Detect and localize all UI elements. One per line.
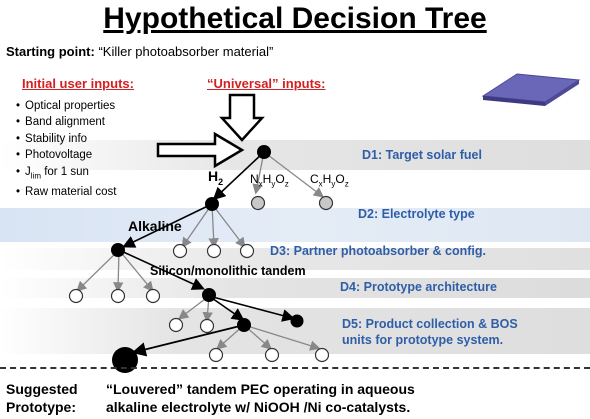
edge-alk-c xyxy=(118,249,154,293)
level-d5-line1: D5: Product collection & BOS xyxy=(342,317,518,331)
node-alkaline xyxy=(111,243,125,257)
suggested-text-1: “Louvered” tandem PEC operating in aqueo… xyxy=(106,381,415,397)
suggested-label-1: Suggested xyxy=(6,381,78,397)
edge-h2-c xyxy=(208,203,219,249)
label-alkaline: Alkaline xyxy=(128,218,182,234)
node-d5-b xyxy=(199,318,215,334)
input-item: Photovoltage xyxy=(16,147,116,163)
level-d3: D3: Partner photoabsorber & config. xyxy=(270,244,486,258)
initial-inputs-heading: Initial user inputs: xyxy=(22,76,134,91)
panel-front-face xyxy=(483,96,545,106)
divider xyxy=(0,367,590,369)
input-item: Band alignment xyxy=(16,114,116,130)
edge-d5-d xyxy=(243,324,321,351)
node-final-d xyxy=(314,347,330,363)
edge-root-h2 xyxy=(212,151,265,201)
node-d3-d xyxy=(239,243,255,259)
node-d4-c xyxy=(145,288,161,304)
edge-root-c xyxy=(263,151,325,198)
node-final xyxy=(112,347,138,373)
level-d5-line2: units for prototype system. xyxy=(342,333,504,347)
label-nxhyoz: NxHyOz xyxy=(250,172,289,189)
starting-point: Starting point: “Killer photoabsorber ma… xyxy=(6,44,273,59)
suggested-text-2: alkaline electrolyte w/ NiOOH /Ni co-cat… xyxy=(106,399,411,415)
node-final-c xyxy=(264,347,280,363)
starting-point-value: “Killer photoabsorber material” xyxy=(98,44,274,59)
starting-point-label: Starting point: xyxy=(6,44,95,59)
input-item-jlim: Jlim for 1 sun xyxy=(16,164,116,185)
edge-si-d xyxy=(208,295,296,322)
node-d3-b xyxy=(172,243,188,259)
input-item: Optical properties xyxy=(16,98,116,114)
edge-alk-a xyxy=(76,249,120,292)
band-d2 xyxy=(0,208,590,242)
node-silicon xyxy=(202,288,216,302)
initial-inputs-list: Optical properties Band alignment Stabil… xyxy=(16,98,116,201)
level-d1: D1: Target solar fuel xyxy=(362,148,482,162)
edge-alk-silicon xyxy=(118,249,205,290)
node-d5-a xyxy=(168,317,184,333)
page-title: Hypothetical Decision Tree xyxy=(103,2,487,35)
node-d5-d xyxy=(290,314,304,328)
panel-side-face xyxy=(545,80,579,106)
universal-input-arrow xyxy=(219,93,265,142)
universal-inputs-heading: “Universal” inputs: xyxy=(207,76,326,91)
label-silicon: Silicon/monolithic tandem xyxy=(150,264,306,278)
edge-h2-b xyxy=(181,203,213,249)
label-h2: H2 xyxy=(208,168,224,187)
photoabsorber-panel-icon xyxy=(481,73,581,106)
edge-h2-d xyxy=(211,203,246,249)
input-item: Stability info xyxy=(16,131,116,147)
node-root xyxy=(257,145,271,159)
suggested-label-2: Prototype: xyxy=(6,399,76,415)
node-final-b xyxy=(208,347,224,363)
input-item: Raw material cost xyxy=(16,184,116,200)
edge-h2-alkaline xyxy=(122,203,213,248)
edge-si-c xyxy=(208,295,245,321)
node-d4-b xyxy=(110,288,126,304)
label-cxhyoz: CxHyOz xyxy=(310,172,349,189)
edge-d5-big xyxy=(131,324,245,357)
node-d5 xyxy=(237,318,251,332)
node-d3-c xyxy=(206,243,222,259)
node-h2 xyxy=(205,197,219,211)
level-d2: D2: Electrolyte type xyxy=(358,207,475,221)
node-n xyxy=(250,195,266,211)
level-d4: D4: Prototype architecture xyxy=(340,280,497,294)
node-d4-a xyxy=(68,288,84,304)
initial-input-arrow xyxy=(156,131,245,169)
band-d3 xyxy=(0,248,590,270)
node-c xyxy=(318,195,334,211)
